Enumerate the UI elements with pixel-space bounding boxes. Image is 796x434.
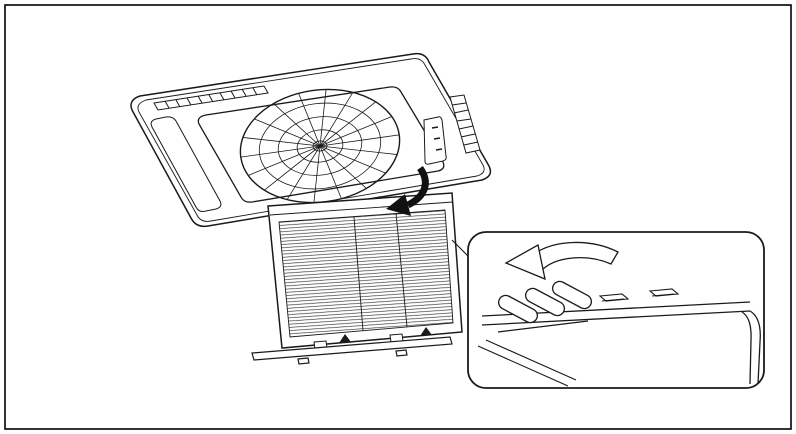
filter-hooks bbox=[497, 280, 593, 333]
callout-leader-line bbox=[451, 239, 471, 259]
display-panel bbox=[423, 116, 447, 165]
open-direction-arrow bbox=[386, 165, 429, 216]
bar-foot-left bbox=[297, 357, 310, 365]
clip-tabs bbox=[598, 288, 680, 302]
filter-panel bbox=[267, 192, 463, 350]
arrowhead bbox=[386, 194, 411, 216]
rotate-arrowhead bbox=[504, 243, 546, 281]
filter-edge-lines bbox=[477, 339, 577, 387]
bar-foot-right bbox=[395, 349, 408, 357]
side-vane bbox=[150, 116, 222, 212]
rotate-arrow bbox=[504, 241, 619, 281]
air-outlet-louver-top bbox=[153, 85, 269, 111]
ceiling-cassette-unit bbox=[130, 52, 492, 228]
air-outlet-louver-right bbox=[449, 94, 481, 154]
filter-mesh bbox=[278, 209, 454, 338]
grille-bottom-bar bbox=[251, 336, 453, 365]
filter-divider-1 bbox=[353, 216, 364, 332]
fan-intake-grille bbox=[239, 88, 401, 204]
unit-panel-inner-edge bbox=[137, 58, 485, 222]
detail-callout bbox=[467, 231, 765, 389]
filter-top-band bbox=[269, 201, 454, 216]
filter-divider-2 bbox=[395, 212, 408, 328]
filter-clip-markers bbox=[339, 327, 432, 343]
